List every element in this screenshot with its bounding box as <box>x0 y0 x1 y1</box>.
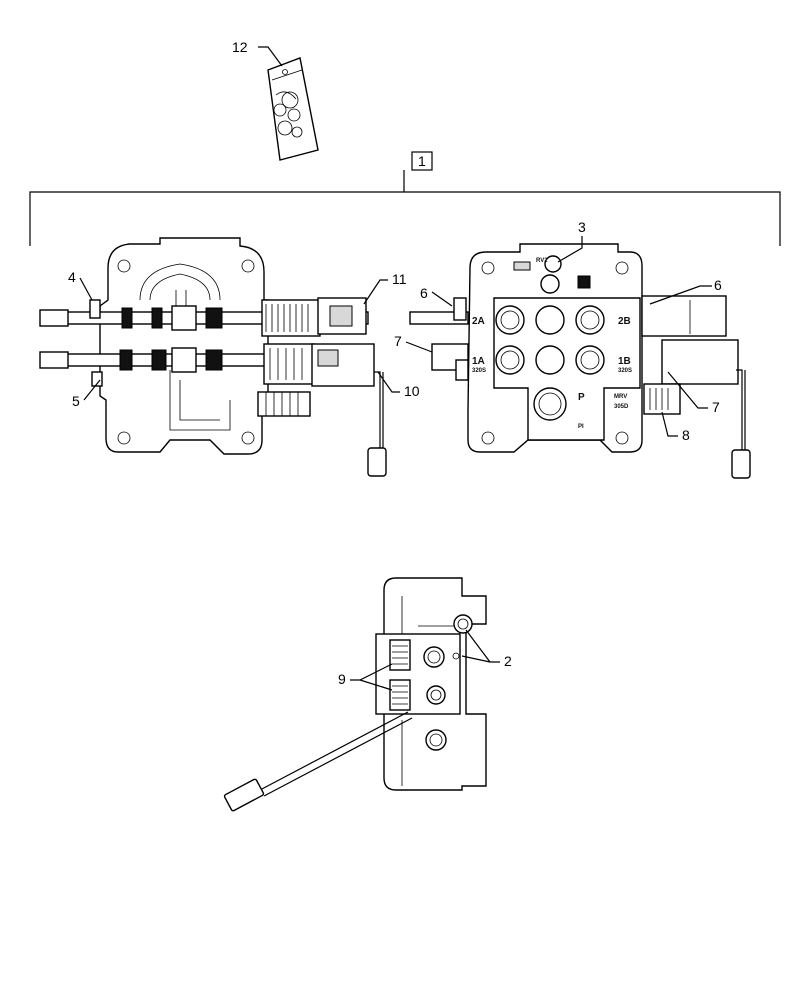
callout-7-left: 7 <box>394 333 402 349</box>
callout-12: 12 <box>232 39 248 55</box>
port-label-pi: PI <box>578 424 584 430</box>
callout-7-right: 7 <box>712 399 720 415</box>
seal-kit-bag <box>267 57 319 161</box>
callout-5: 5 <box>72 393 80 409</box>
callout-9: 9 <box>338 671 346 687</box>
port-label-1a: 1A <box>472 356 485 367</box>
port-label-rv2: RV2 <box>536 258 548 264</box>
port-label-1b: 1B <box>618 356 631 367</box>
callout-11: 11 <box>392 271 407 287</box>
callout-3: 3 <box>578 219 586 235</box>
valve-front-view: 2A 2B 1A 320S 1B 320S P PI RV2 MRV 305D <box>409 243 751 479</box>
valve-end-view <box>223 577 487 812</box>
callout-1: 1 <box>418 153 426 169</box>
port-label-2b: 2B <box>618 316 631 327</box>
callout-4: 4 <box>68 269 76 285</box>
port-label-1b-setting: 320S <box>618 368 632 374</box>
callout-10: 10 <box>404 383 420 399</box>
callout-6-left: 6 <box>420 285 428 301</box>
callout-1-box <box>411 151 433 171</box>
port-label-mrv: MRV <box>614 394 627 400</box>
port-label-1a-setting: 320S <box>472 368 486 374</box>
callout-6-right: 6 <box>714 277 722 293</box>
port-label-mrv-setting: 305D <box>614 404 629 410</box>
callout-8: 8 <box>682 427 690 443</box>
port-label-p: P <box>578 392 585 403</box>
port-label-2a: 2A <box>472 316 485 327</box>
valve-section-view <box>39 237 387 477</box>
assembly-bracket <box>29 170 781 246</box>
callout-2: 2 <box>504 653 512 669</box>
